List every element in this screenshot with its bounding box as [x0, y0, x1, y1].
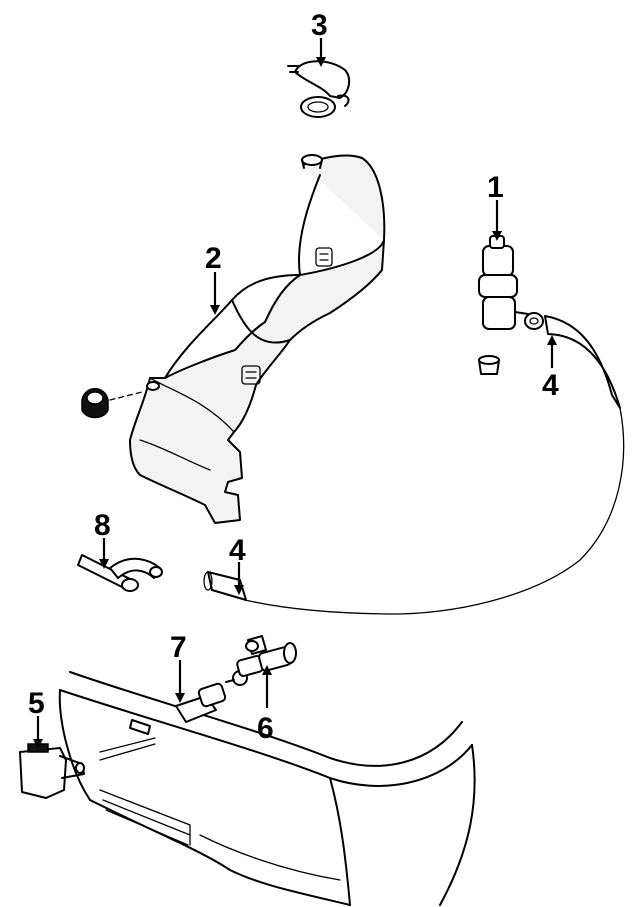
callout-8-label: 8 — [94, 509, 111, 542]
reservoir-hose-part — [77, 554, 163, 592]
reservoir-cap-part — [287, 60, 351, 118]
washer-nozzle-part — [175, 670, 248, 723]
callout-7-label: 7 — [170, 631, 187, 664]
callout-2-label: 2 — [205, 242, 222, 275]
callout-1-label: 1 — [487, 171, 504, 204]
callout-4a-label: 4 — [542, 369, 559, 402]
reservoir-grommet-part — [81, 388, 143, 419]
leader-lines — [33, 38, 557, 749]
washer-pump-part — [478, 227, 544, 375]
callout-4b-label: 4 — [229, 534, 246, 567]
callout-3-label: 3 — [311, 9, 328, 42]
hose-connector-part — [236, 635, 297, 677]
washer-reservoir-part — [129, 154, 386, 524]
bumper-cover-part — [58, 671, 476, 906]
callout-5-label: 5 — [28, 687, 45, 720]
callout-labels: 3 2 1 4 4 8 7 6 5 — [28, 9, 559, 745]
callout-6-label: 6 — [257, 712, 274, 745]
